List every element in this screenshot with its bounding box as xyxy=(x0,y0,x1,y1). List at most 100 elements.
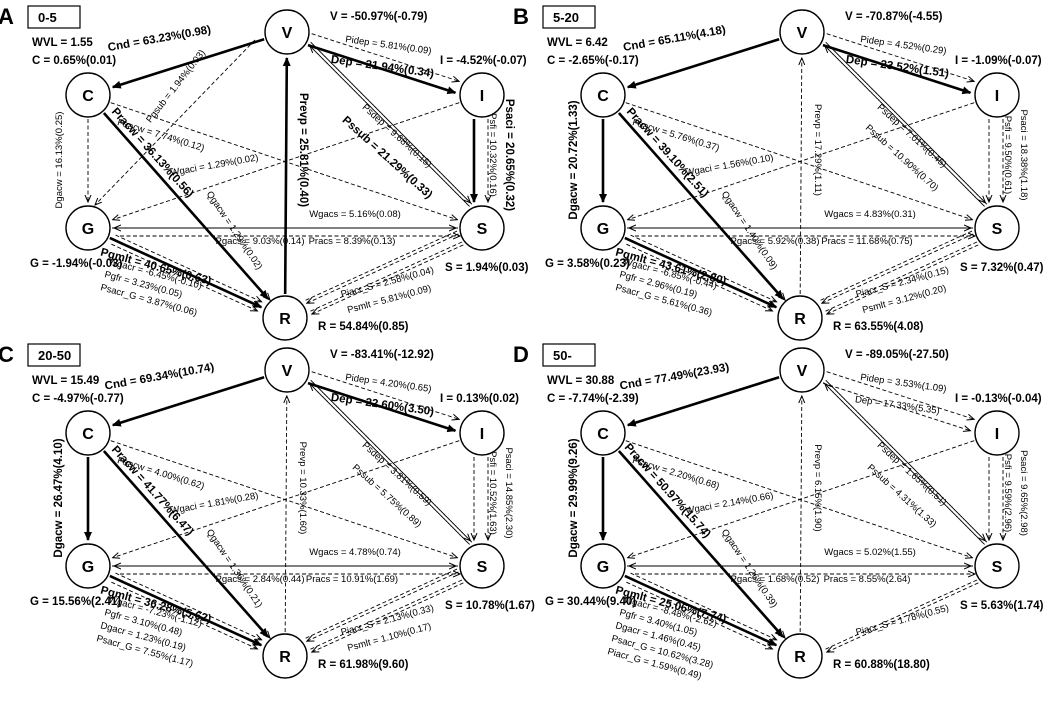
edge-psaci: Psaci = 14.85%(2.30) xyxy=(474,447,514,540)
node-value-g: G = 15.56%(2.41) xyxy=(30,596,121,608)
node-g: GG = 15.56%(2.41) xyxy=(30,543,121,608)
edge-label-pracw: Pracw = 50.97%(15.74) xyxy=(622,441,713,540)
edge-pidep: Pidep = 3.53%(1.09) xyxy=(826,371,974,420)
node-c: CC = -4.97%(-0.77) xyxy=(32,393,124,456)
edge-label-wgaci: Wgaci = 1.56%(0.10) xyxy=(685,152,775,178)
edge-label-wgacs: Wgacs = 4.78%(0.74) xyxy=(309,547,401,558)
node-label: V xyxy=(282,25,293,42)
node-label: S xyxy=(992,221,1003,238)
edge-label-dep: Dep = 21.94%(0.34) xyxy=(330,54,435,80)
edge-label-pracs: Pracs = 8.55%(2.64) xyxy=(824,574,911,585)
edge-label-wgaci: Wgaci = 2.14%(0.66) xyxy=(685,490,775,516)
edge-label-pgacs: Pgacs = 2.84%(0.44) xyxy=(216,574,305,585)
node-value-c: C = -7.74%(-2.39) xyxy=(547,393,639,405)
edge-label-psaci: Psaci = 18.38%(1.18) xyxy=(1018,109,1029,200)
edge-label-cnd: Cnd = 65.11%(4.18) xyxy=(622,24,727,54)
edge-label-psaci: Psaci = 9.65%(2.98) xyxy=(1018,450,1029,536)
node-label: C xyxy=(82,88,94,105)
edge-label-pracw: Pracw = 41.77%(6.47) xyxy=(109,444,196,538)
range-box xyxy=(542,343,596,367)
node-value-s: S = 1.94%(0.03) xyxy=(445,262,529,274)
edge-g-r-list xyxy=(111,234,261,311)
edge-psaci: Psaci = 20.65%(0.32) xyxy=(470,99,515,211)
edge-label-wgaci: Wgaci = 1.29%(0.02) xyxy=(170,152,260,178)
edge-psfi: Psfi = 9.59%(2.96) xyxy=(1002,454,1013,540)
edge-label-psfi: Psfi = 9.59%(2.96) xyxy=(1002,454,1013,532)
edge-prevp: Prevp = 6.15%(1.90) xyxy=(800,396,823,633)
node-label: I xyxy=(995,426,999,443)
edge-label-dgacw: Dgacw = 16.13%(0.25) xyxy=(54,112,65,209)
range-label: 0-5 xyxy=(38,10,57,25)
edge-label-pgacs: Pgacs = 5.92%(0.38) xyxy=(731,236,820,247)
panel-letter: B xyxy=(513,4,529,29)
edge-piacr: Piacr_S = 1.78%(0.55) xyxy=(825,579,979,652)
edge-label-pgacs: Pgacs = 9.03%(0.14) xyxy=(216,236,305,247)
edge-dgacw: Dgacw = 20.72%(1.33) xyxy=(568,100,607,220)
edge-label-pgacs: Pgacs = 1.68%(0.52) xyxy=(731,574,820,585)
node-v: VV = -89.05%(-27.50) xyxy=(779,347,949,393)
node-i: II = 0.13%(0.02) xyxy=(440,393,519,456)
edge-g-r-list xyxy=(111,572,261,649)
edge-dep: Dep = 21.94%(0.34) xyxy=(307,43,457,95)
node-label: I xyxy=(480,88,484,105)
panel-letter: D xyxy=(513,342,529,367)
node-value-r: R = 61.98%(9.60) xyxy=(318,659,409,671)
node-label: V xyxy=(797,25,808,42)
edge-label-pidep: Pidep = 3.53%(1.09) xyxy=(860,372,948,395)
edge-g-r-list xyxy=(626,234,776,311)
node-value-i: I = 0.13%(0.02) xyxy=(440,393,519,405)
edge-label-psfi: Psfi = 10.52%(1.63) xyxy=(487,451,498,535)
range-label: 5-20 xyxy=(553,10,579,25)
edge-label-psaci: Psaci = 14.85%(2.30) xyxy=(503,447,514,538)
edge-label-prevp: Prevp = 10.33%(1.60) xyxy=(297,442,308,535)
edge-psfi: Psfi = 9.50%(0.61) xyxy=(1002,116,1013,202)
edge-label-dgacw: Dgacw = 29.99%(9.26) xyxy=(568,438,580,557)
node-value-v: V = -89.05%(-27.50) xyxy=(845,349,949,361)
edge-label-cnd: Cnd = 77.49%(23.93) xyxy=(619,361,730,392)
edge-cnd: Cnd = 77.49%(23.93) xyxy=(619,361,780,427)
node-value-c: C = -2.65%(-0.17) xyxy=(547,55,639,67)
edge-pracs: Pracs = 8.39%(0.13) xyxy=(120,236,460,247)
node-value-v: V = -50.97%(-0.79) xyxy=(330,11,428,23)
node-label: R xyxy=(794,311,806,328)
edge-label-psaci: Psaci = 20.65%(0.32) xyxy=(503,99,515,211)
edge-label-dgacw: Dgacw = 20.72%(1.33) xyxy=(568,100,580,219)
node-value-c: C = -4.97%(-0.77) xyxy=(32,393,124,405)
node-i: II = -4.52%(-0.07) xyxy=(440,55,527,118)
range-box xyxy=(27,343,81,367)
edge-label-wgacs: Wgacs = 5.16%(0.08) xyxy=(309,209,401,220)
node-value-r: R = 54.84%(0.85) xyxy=(318,321,409,333)
node-s: SS = 10.78%(1.67) xyxy=(445,543,535,612)
node-value-r: R = 63.55%(4.08) xyxy=(833,321,924,333)
edge-label-prevp: Prevp = 17.29%(1.11) xyxy=(812,104,823,196)
edge-dgacw: Dgacw = 26.47%(4.10) xyxy=(53,438,92,558)
node-label: S xyxy=(477,559,488,576)
edge-dgacw: Dgacw = 16.13%(0.25) xyxy=(54,112,88,209)
edge-cnd: Cnd = 65.11%(4.18) xyxy=(622,24,780,89)
node-value-s: S = 7.32%(0.47) xyxy=(960,262,1044,274)
edge-pgacs: Pgacs = 5.92%(0.38) xyxy=(627,228,971,247)
node-label: V xyxy=(282,363,293,380)
edge-label-pracw: Pracw = 39.10%(2.51) xyxy=(624,106,711,200)
edge-label-cnd: Cnd = 63.23%(0.98) xyxy=(107,24,212,54)
node-c: C C = 0.65%(0.01) xyxy=(32,55,116,118)
edge-pracs: Pracs = 10.91%(1.69) xyxy=(120,574,460,585)
node-g: GG = 3.58%(0.23) xyxy=(545,205,630,270)
node-c: CC = -7.74%(-2.39) xyxy=(547,393,639,456)
wvl-label: WVL = 1.55 xyxy=(32,37,93,49)
panel-letter: C xyxy=(0,342,14,367)
wvl-label: WVL = 15.49 xyxy=(32,375,99,387)
node-value-g: G = 30.44%(9.40) xyxy=(545,596,636,608)
edge-pracs: Pracs = 11.68%(0.75) xyxy=(635,236,975,247)
edge-psfi: Psfi = 10.32%(0.16) xyxy=(487,113,498,202)
edge-label-psfi: Psfi = 10.32%(0.16) xyxy=(487,113,498,197)
node-value-s: S = 5.63%(1.74) xyxy=(960,600,1044,612)
node-value-c: C = 0.65%(0.01) xyxy=(32,55,116,67)
node-value-g: G = 3.58%(0.23) xyxy=(545,258,630,270)
node-label: G xyxy=(82,221,94,238)
edge-label-pidep: Pidep = 4.52%(0.29) xyxy=(860,34,948,57)
node-value-v: V = -83.41%(-12.92) xyxy=(330,349,434,361)
